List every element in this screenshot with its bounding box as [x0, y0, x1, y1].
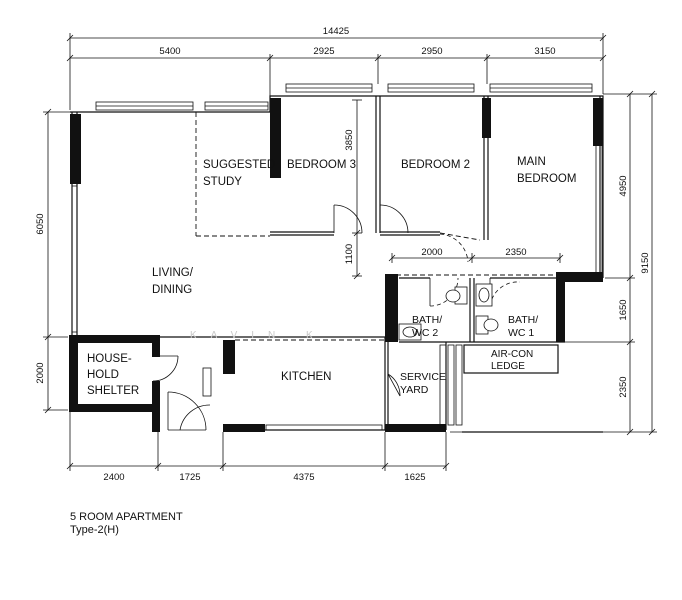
- room-label-bedroom-2: BEDROOM 2: [401, 159, 470, 171]
- room-label-aircon-1: AIR-CON: [491, 349, 533, 360]
- dim-bath-2-width: 2000: [421, 247, 442, 258]
- dim-bottom-2: 1725: [179, 472, 200, 483]
- dim-top-1: 5400: [159, 46, 180, 57]
- dim-top-4: 3150: [534, 46, 555, 57]
- dim-bath-1-width: 2350: [505, 247, 526, 258]
- room-label-bath-wc-2-1: BATH/: [412, 314, 442, 326]
- thin-walls: [70, 95, 604, 433]
- room-label-shelter-1: HOUSE-: [87, 353, 132, 365]
- dim-bedroom3-depth: 3850: [344, 129, 355, 150]
- dim-top-2: 2925: [313, 46, 334, 57]
- room-label-main-bedroom-2: BEDROOM: [517, 173, 576, 185]
- room-label-bath-wc-2-2: WC 2: [412, 327, 438, 339]
- sink-icon: [475, 283, 493, 307]
- dim-left-1: 6050: [35, 213, 46, 234]
- dimension-labels: 14425 5400 2925 2950 3150 2400 1725 4375…: [35, 26, 651, 483]
- room-label-shelter-2: HOLD: [87, 369, 119, 381]
- room-label-service-yard-2: YARD: [400, 384, 429, 396]
- room-label-kitchen: KITCHEN: [281, 371, 331, 383]
- room-label-living-1: LIVING/: [152, 267, 194, 279]
- dim-corridor-gap: 1100: [344, 244, 355, 264]
- caption-title: 5 ROOM APARTMENT: [70, 511, 183, 523]
- dim-right-2: 1650: [618, 299, 629, 320]
- dim-right-3: 2350: [618, 376, 629, 397]
- caption-type: Type-2(H): [70, 524, 119, 536]
- room-label-bath-wc-1-1: BATH/: [508, 314, 538, 326]
- thick-walls: [69, 98, 603, 432]
- toilet-icon: [445, 286, 468, 305]
- room-label-suggested-study-1: SUGGESTED: [203, 159, 275, 171]
- door-swings: [152, 204, 521, 431]
- dim-bottom-4: 1625: [404, 472, 425, 483]
- fixtures: [398, 283, 499, 341]
- toilet-icon: [475, 315, 499, 335]
- dim-left-2: 2000: [35, 362, 46, 383]
- room-label-living-2: DINING: [152, 284, 192, 296]
- dim-right-1: 4950: [618, 175, 629, 196]
- windows: [71, 83, 603, 431]
- caption: 5 ROOM APARTMENT Type-2(H): [70, 511, 183, 537]
- room-label-shelter-3: SHELTER: [87, 385, 139, 397]
- room-label-bath-wc-1-2: WC 1: [508, 327, 534, 339]
- room-label-bedroom-3: BEDROOM 3: [287, 159, 356, 171]
- dimension-lines: [43, 33, 657, 471]
- room-label-main-bedroom-1: MAIN: [517, 156, 546, 168]
- dashed-lines: [195, 112, 560, 341]
- dim-bottom-3: 4375: [293, 472, 314, 483]
- dim-overall-width: 14425: [323, 26, 349, 37]
- room-label-aircon-2: LEDGE: [491, 361, 525, 372]
- room-label-service-yard-1: SERVICE: [400, 371, 446, 383]
- dim-overall-depth: 9150: [640, 252, 651, 273]
- sink-icon: [398, 323, 422, 341]
- room-label-suggested-study-2: STUDY: [203, 176, 242, 188]
- room-labels: SUGGESTED STUDY BEDROOM 3 BEDROOM 2 MAIN…: [87, 156, 576, 397]
- dim-bottom-1: 2400: [103, 472, 124, 483]
- watermark: KAVIN K: [190, 330, 327, 341]
- dim-top-3: 2950: [421, 46, 442, 57]
